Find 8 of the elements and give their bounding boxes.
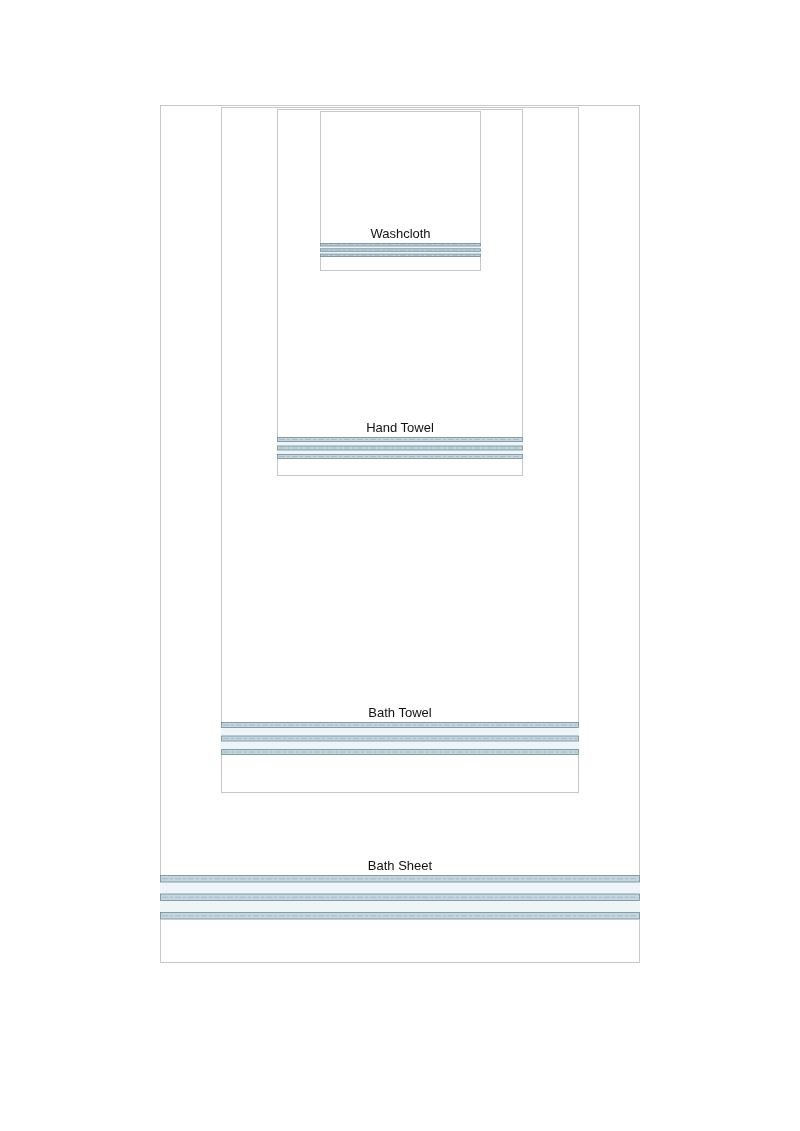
towel-name: Hand Towel [366,420,434,435]
towel-outline [221,107,579,793]
towel-name: Bath Sheet [367,858,433,873]
towel-name: Bath Towel [368,705,432,720]
towel-outline [277,109,523,476]
towel-name: Washcloth [370,226,431,241]
towel-outline [160,105,640,963]
towel-outline [320,111,481,271]
